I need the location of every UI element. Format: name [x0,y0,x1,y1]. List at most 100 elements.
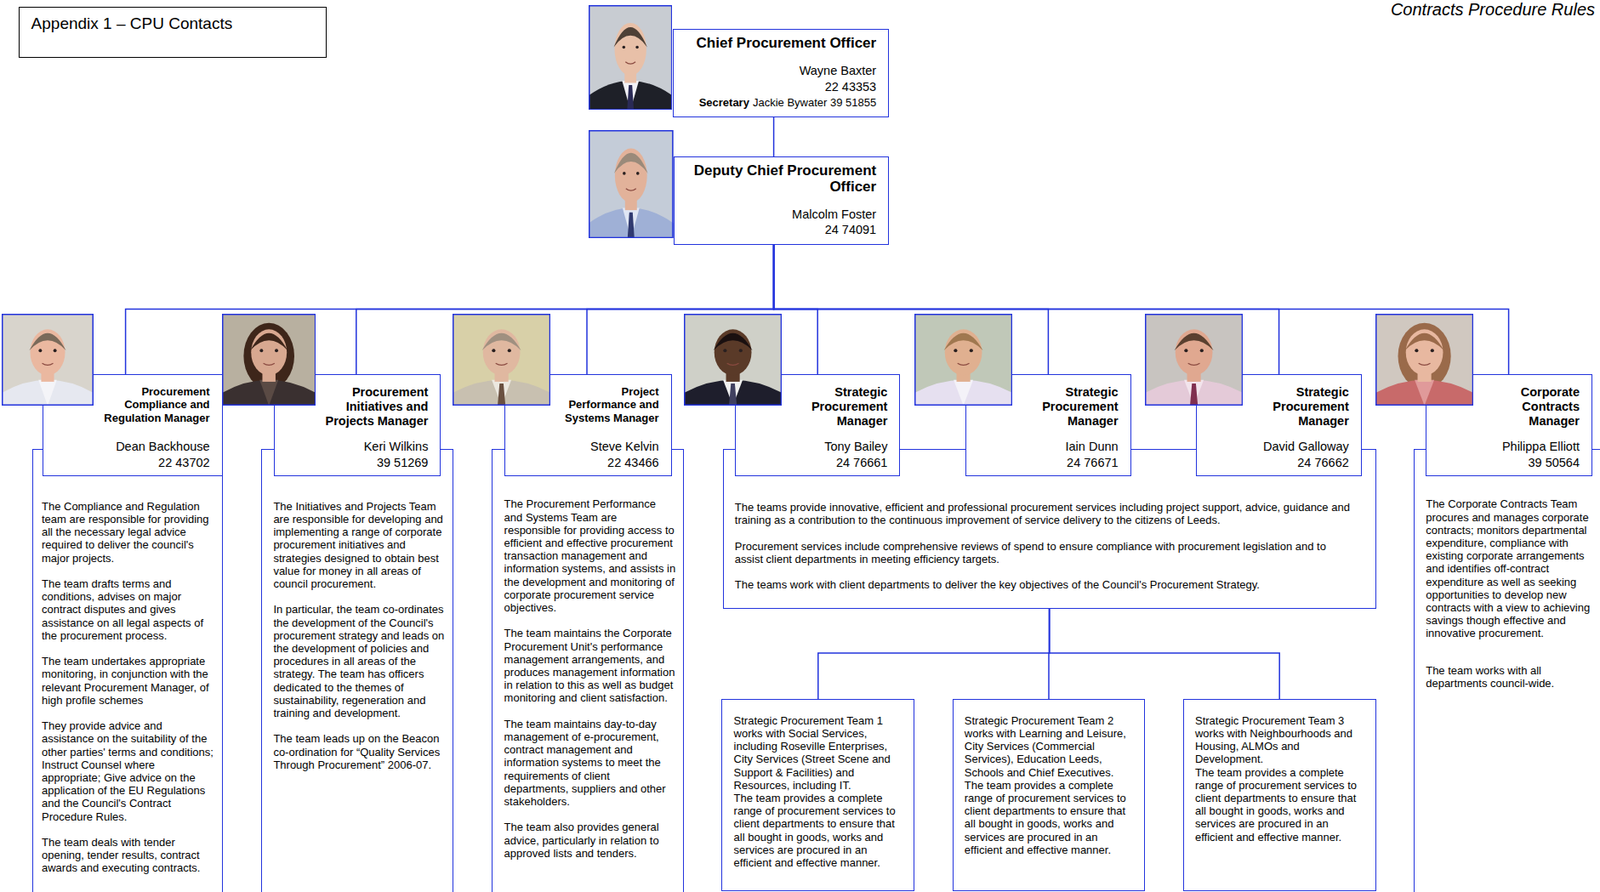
text-line: 22 43466 [517,455,660,472]
team-description-panel: The Corporate Contracts Team procures an… [1413,449,1600,892]
text-line: Strategic Procurement Manager [747,385,888,429]
job-title: Chief Procurement Officer [696,34,877,52]
team-remit: Strategic Procurement Team 3 works with … [1195,714,1366,767]
team-description: The team deals with tender opening, tend… [41,836,214,876]
photo-eye [968,348,973,353]
photo-mouth [625,61,636,63]
text-group: Project Performance and Systems Manager [517,385,660,426]
photo-background [222,313,316,406]
team-description: The team drafts terms and conditions, ad… [41,577,214,643]
team-description: The team works with all departments coun… [1425,664,1593,690]
phone-number: 22 43353 [825,79,877,94]
phone-number: 24 76671 [1066,455,1118,470]
text-group: Dean Backhouse22 43702 [55,438,210,471]
photo-tie [626,84,634,110]
team-box: Strategic Procurement Team 3 works with … [1183,699,1377,892]
photo-shirt [259,380,279,406]
photo-eye [1414,348,1418,353]
text-line: Philippa Elliott [1438,438,1580,456]
photo-frame [222,314,316,406]
manager-box: Strategic Procurement ManagerDavid Gallo… [1195,374,1361,477]
text-line: Malcolm Foster [686,206,877,223]
job-title: Strategic Procurement Manager [785,385,888,428]
text-group: Strategic Procurement Team 2 works with … [964,714,1135,857]
photo-tie [1190,383,1198,406]
team-remit: The team provides a complete range of pr… [734,791,905,870]
text-line: Strategic Procurement Team 2 works with … [964,714,1135,780]
photo-hair [28,333,66,352]
team-description: The Initiatives and Projects Team are re… [273,500,445,591]
text-line: The team undertakes appropriate monitori… [41,654,214,707]
text-line: Strategic Procurement Manager [978,385,1118,429]
text-line: David Galloway [1208,438,1349,456]
photo-mouth [263,363,275,365]
person-name: Philippa Elliott [1502,439,1580,454]
photo-eye [38,348,42,353]
person-name: Tony Bailey [824,439,888,454]
text-group: Tony Bailey24 76661 [747,438,888,471]
text-line: Steve Kelvin [517,438,660,456]
manager-box: Strategic Procurement ManagerTony Bailey… [734,374,900,477]
photo-mouth [1188,363,1201,365]
photo-shirt [953,380,974,406]
phone-number: 39 50564 [1528,455,1580,470]
portrait-photo [914,313,1013,406]
photo-mouth [956,363,969,365]
text-line: The Procurement Performance and Systems … [504,497,677,615]
text-line: 39 51269 [286,455,429,472]
photo-eye [259,348,263,353]
photo-hair [613,26,647,46]
team-description: The team maintains day-to-day management… [504,717,677,809]
team-description-panel: The Initiatives and Projects Team are re… [261,449,454,892]
photo-frame [2,314,94,406]
photo-mouth [495,363,508,365]
photo-eye [636,171,640,176]
photo-shirt [38,380,57,406]
photo-shoulders [588,208,674,240]
photo-hair [243,323,295,390]
job-title: Strategic Procurement Manager [1016,385,1119,428]
photo-shoulders [914,380,1013,406]
photo-background [588,130,674,239]
manager-box: Project Performance and Systems ManagerS… [504,374,672,477]
photo-face [614,148,648,204]
text-group: Malcolm Foster24 74091 [686,206,877,239]
text-line: 24 74091 [686,222,877,239]
person-name: Iain Dunn [1065,439,1119,454]
text-line: They provide advice and assistance on th… [41,719,214,824]
portrait-photo [1144,313,1243,406]
photo-frame [914,314,1012,406]
job-title: Project Performance and Systems Manager [561,385,660,424]
text-line: Tony Bailey [747,438,888,456]
text-line: The team deals with tender opening, tend… [41,836,214,876]
photo-mouth [626,188,637,192]
team-remit: The team provides a complete range of pr… [1195,766,1366,844]
text-line: Iain Dunn [978,438,1118,456]
portrait-photo [1375,313,1474,406]
text-line: Deputy Chief Procurement Officer [686,162,877,196]
text-line: 24 76661 [747,455,888,472]
text-line: 22 43353 [685,79,877,96]
photo-eye [723,348,727,353]
text-group: Strategic Procurement Team 1 works with … [734,714,905,870]
photo-background [1144,313,1243,406]
photo-eye [53,348,57,353]
team-description: The teams provide innovative, efficient … [734,501,1355,527]
job-title: Procurement Compliance and Regulation Ma… [101,385,211,424]
photo-eye [1430,348,1435,353]
job-title: Deputy Chief Procurement Officer [688,162,877,196]
team-remit: The team provides a complete range of pr… [964,779,1135,857]
officer-box: Deputy Chief Procurement OfficerMalcolm … [673,156,889,245]
text-line: Keri Wilkins [286,438,429,456]
photo-shoulders [588,79,672,110]
photo-eye [635,45,639,49]
photo-frame [1376,314,1474,406]
text-line: Chief Procurement Officer [685,34,877,52]
photo-shirt [723,380,743,406]
text-group: David Galloway24 76662 [1208,438,1349,471]
team-description: Procurement services include comprehensi… [734,540,1355,566]
photo-tie [497,383,506,406]
photo-eye [621,45,626,49]
phone-number: 39 51269 [376,455,428,470]
secretary-label: Secretary [699,96,750,109]
